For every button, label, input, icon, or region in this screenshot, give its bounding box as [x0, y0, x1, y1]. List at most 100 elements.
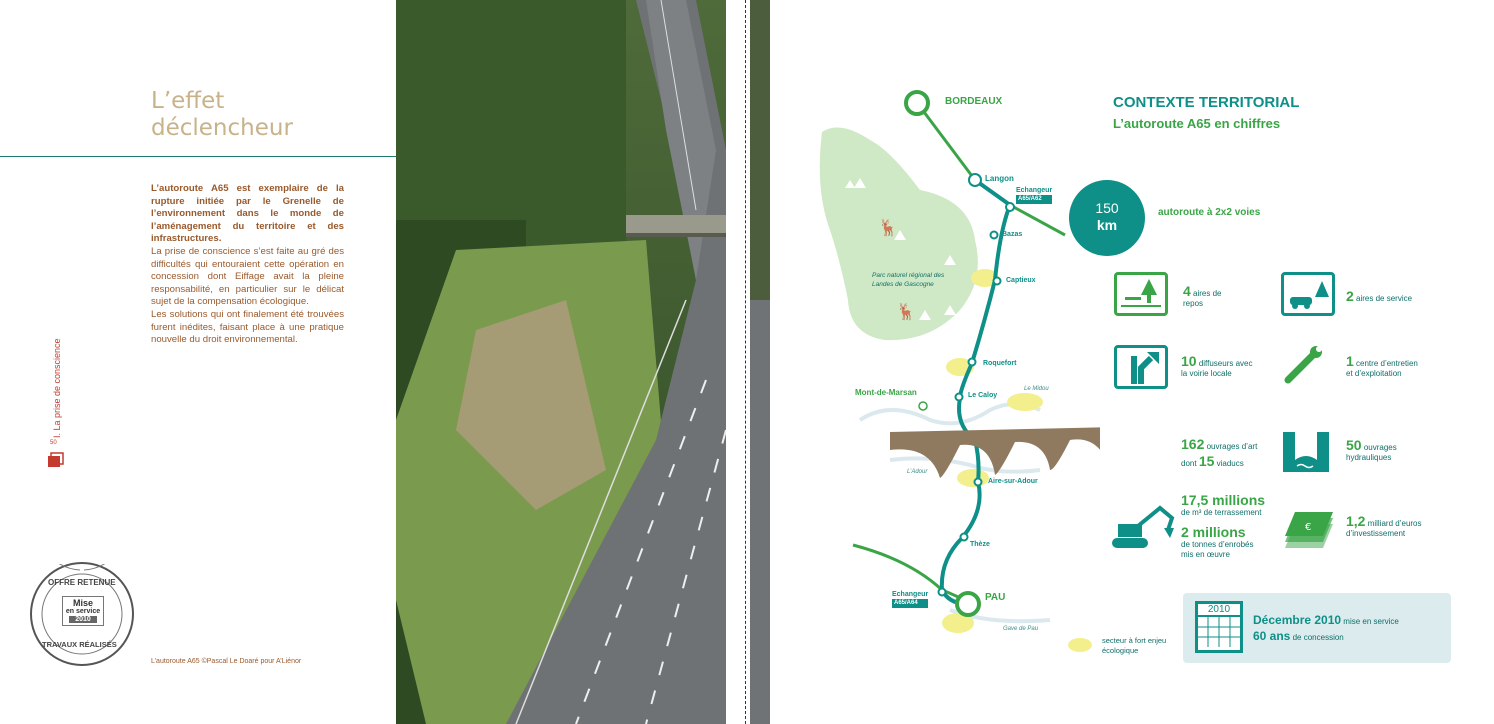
book-icon — [46, 452, 66, 468]
stat-asphalt-text1: de tonnes d’enrobés — [1181, 540, 1254, 549]
km-unit: km — [1096, 217, 1118, 233]
stat-works-num: 162 — [1181, 436, 1205, 452]
excavator-icon — [1108, 502, 1176, 559]
legend-label: secteur à fort enjeu écologique — [1102, 636, 1167, 655]
calendar-concession-line: 60 ans de concession — [1253, 629, 1344, 643]
stat-exits-num: 10 — [1181, 353, 1197, 369]
interchange-north: Echangeur A65/A62 — [1016, 186, 1053, 204]
calendar-year: 2010 — [1198, 604, 1240, 617]
stat-invest: 1,2 milliard d’euros d’investissement — [1346, 513, 1422, 539]
stat-hydro-text1: ouvrages — [1363, 443, 1397, 452]
interchange-south-code: A65/A64 — [892, 599, 929, 608]
stat-works: 162 ouvrages d’art dont 15 viaducs — [1181, 437, 1257, 471]
city-lecaloy: Le Caloy — [968, 392, 998, 399]
interchange-south: Echangeur A65/A64 — [892, 590, 929, 608]
fold-line — [745, 0, 747, 724]
stat-exits-text1: diffuseurs avec — [1198, 359, 1253, 368]
wrench-icon — [1278, 344, 1328, 393]
deer-icon-2: 🦌 — [896, 304, 916, 321]
stat-viaducts-text: viaducs — [1216, 459, 1244, 468]
calendar-date: Décembre 2010 — [1253, 613, 1342, 627]
title-line-1: L’effet — [151, 88, 225, 114]
page-title: L’effet déclencheur — [151, 88, 293, 142]
divider — [0, 156, 396, 157]
stamp-box: Mise en service 2010 — [62, 596, 104, 626]
exits-icon — [1114, 345, 1168, 389]
stat-rest: 4 aires de repos — [1183, 283, 1222, 309]
park-label: Parc naturel régional des Landes de Gasc… — [872, 272, 945, 288]
stat-earth: 17,5 millions de m³ de terrassement — [1181, 492, 1266, 518]
stat-centre-text2: et d’exploitation — [1346, 369, 1402, 378]
river-midou: Le Midou — [1024, 386, 1049, 392]
stamp-en-service: en service — [65, 608, 101, 615]
calendar-concession-text: de concession — [1292, 633, 1344, 642]
stamp: OFFRE RETENUE Mise en service 2010 TRAVA… — [30, 562, 134, 666]
title-line-2: déclencheur — [151, 115, 293, 141]
city-theze: Thèze — [970, 541, 990, 548]
interchange-north-code: A65/A62 — [1016, 195, 1053, 204]
hydraulic-icon — [1281, 430, 1331, 479]
km-badge: 150 km — [1069, 180, 1145, 256]
section-label: I. La prise de conscience — [52, 338, 62, 438]
stat-centre: 1 centre d’entretien et d’exploitation — [1346, 353, 1418, 379]
stamp-year: 2010 — [69, 616, 97, 623]
stat-centre-num: 1 — [1346, 353, 1354, 369]
city-bordeaux: BORDEAUX — [945, 96, 1003, 107]
svg-text:€: € — [1305, 522, 1311, 533]
river-adour: L’Adour — [907, 469, 928, 475]
stat-invest-text1: milliard d’euros — [1367, 519, 1422, 528]
stat-rest-text2: repos — [1183, 299, 1204, 308]
stat-rest-num: 4 — [1183, 283, 1191, 299]
stat-hydro: 50 ouvrages hydrauliques — [1346, 437, 1397, 463]
stat-exits: 10 diffuseurs avec la voirie locale — [1181, 353, 1253, 379]
deer-icon: 🦌 — [878, 220, 898, 237]
photo-strip — [750, 0, 770, 724]
calendar-icon: 2010 — [1195, 601, 1243, 653]
service-area-icon — [1281, 272, 1335, 316]
section-heading: CONTEXTE TERRITORIAL — [1113, 94, 1300, 111]
stat-rest-text1: aires de — [1193, 289, 1222, 298]
city-aire: Aire-sur-Adour — [988, 478, 1038, 485]
highway-photo — [396, 0, 726, 724]
city-captieux: Captieux — [1006, 277, 1036, 284]
rest-area-icon — [1114, 272, 1168, 316]
stamp-bottom: TRAVAUX RÉALISÉS — [42, 640, 117, 649]
km-value: 150 — [1095, 200, 1119, 216]
stat-earth-num: 17,5 millions — [1181, 492, 1266, 508]
calendar-date-text: mise en service — [1343, 617, 1399, 626]
river-gave: Gave de Pau — [1003, 626, 1039, 632]
stat-service-num: 2 — [1346, 288, 1354, 304]
stat-viaducts-num: 15 — [1198, 453, 1215, 469]
stat-centre-text1: centre d’entretien — [1356, 359, 1418, 368]
stat-asphalt: 2 millions de tonnes d’enrobés mis en œu… — [1181, 524, 1254, 560]
banknotes-icon: € — [1279, 508, 1337, 555]
stat-service: 2 aires de service — [1346, 288, 1412, 304]
stat-asphalt-text2: mis en œuvre — [1181, 550, 1230, 559]
km-text: autoroute à 2x2 voies — [1158, 207, 1261, 218]
city-roquefort: Roquefort — [983, 360, 1017, 367]
city-langon: Langon — [985, 174, 1014, 183]
stat-hydro-text2: hydrauliques — [1346, 453, 1392, 462]
paragraph-2: La prise de conscience s’est faite au gr… — [151, 245, 344, 308]
section-subheading: L’autoroute A65 en chiffres — [1113, 116, 1281, 131]
stat-hydro-num: 50 — [1346, 437, 1362, 453]
stat-works-dont: dont — [1181, 459, 1197, 468]
photo-caption: L’autoroute A65 ©Pascal Le Doaré pour A’… — [151, 658, 302, 665]
stat-exits-text2: la voirie locale — [1181, 369, 1232, 378]
stat-earth-text: de m³ de terrassement — [1181, 508, 1262, 517]
stat-invest-num: 1,2 — [1346, 513, 1366, 529]
city-montdemarsan: Mont-de-Marsan — [855, 388, 917, 397]
city-pau: PAU — [985, 592, 1006, 603]
stamp-mise: Mise — [72, 598, 93, 608]
stat-invest-text2: d’investissement — [1346, 529, 1406, 538]
paragraph-3: Les solutions qui ont finalement été tro… — [151, 308, 344, 346]
legend-swatch — [1068, 638, 1092, 652]
calendar-box: 2010 Décembre 2010 mise en service 60 an… — [1183, 593, 1451, 663]
page-number: 50 — [50, 440, 57, 446]
interchange-south-label: Echangeur — [892, 591, 929, 598]
calendar-date-line: Décembre 2010 mise en service — [1253, 613, 1399, 627]
paragraph-1: L’autoroute A65 est exemplaire de la rup… — [151, 183, 344, 245]
stat-asphalt-num: 2 millions — [1181, 524, 1246, 540]
calendar-concession: 60 ans — [1253, 629, 1291, 643]
stamp-top: OFFRE RETENUE — [48, 578, 116, 587]
